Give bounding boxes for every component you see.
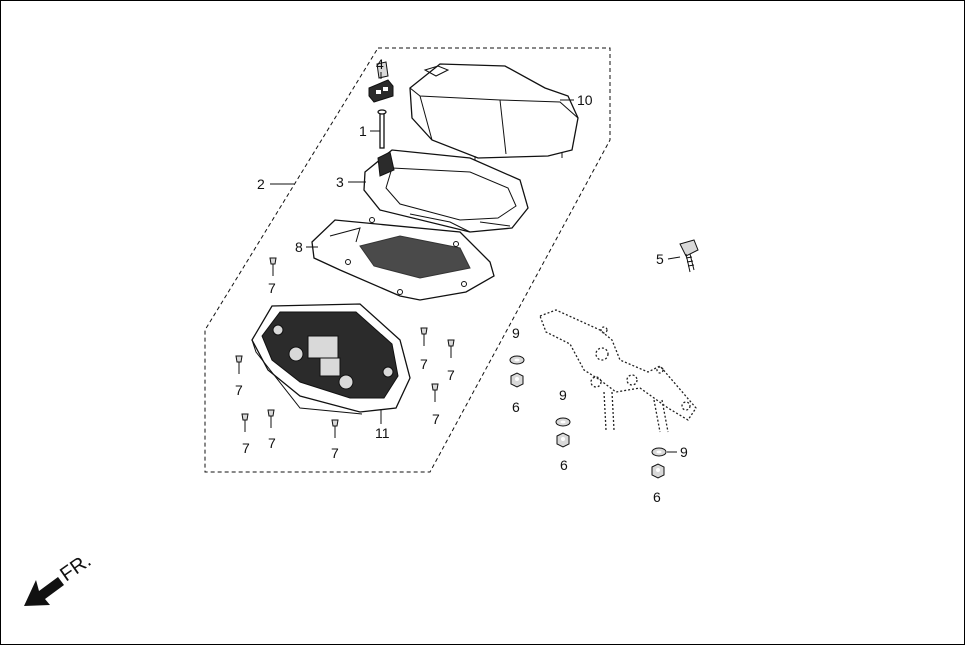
callout-5: 5 xyxy=(656,251,664,267)
meter-cover-part xyxy=(409,63,579,162)
front-direction-arrow: FR. xyxy=(24,550,95,606)
nut-6c xyxy=(651,463,665,479)
callout-7c: 7 xyxy=(242,440,250,456)
callout-6a: 6 xyxy=(512,399,520,415)
screw-part xyxy=(377,109,387,149)
callout-7e: 7 xyxy=(331,445,339,461)
screw-7d xyxy=(267,409,275,428)
callout-2: 2 xyxy=(257,176,265,192)
direction-label: FR. xyxy=(56,550,95,587)
callout-9a: 9 xyxy=(512,325,520,341)
bolt-part xyxy=(679,239,699,273)
callout-7b: 7 xyxy=(235,382,243,398)
lower-case-part xyxy=(251,303,411,415)
nut-6a xyxy=(510,372,524,388)
washer-9b xyxy=(555,417,571,427)
screw-7-group xyxy=(235,257,455,438)
callout-3: 3 xyxy=(336,174,344,190)
callout-9c: 9 xyxy=(680,444,688,460)
callout-labels: 1 2 3 4 5 8 10 11 7 7 7 7 7 7 7 7 9 6 9 … xyxy=(235,56,688,505)
nut-6b xyxy=(556,432,570,448)
callout-10: 10 xyxy=(577,92,593,108)
callout-11: 11 xyxy=(375,425,390,441)
screw-7g xyxy=(447,339,455,358)
leader-lines xyxy=(270,72,681,453)
callout-1: 1 xyxy=(359,123,367,139)
screw-7a xyxy=(269,257,277,276)
callout-6b: 6 xyxy=(560,457,568,473)
callout-9b: 9 xyxy=(559,387,567,403)
callout-4: 4 xyxy=(376,56,384,72)
circuit-board-part xyxy=(311,217,495,301)
screw-7h xyxy=(431,383,439,402)
screw-7c xyxy=(241,413,249,432)
washer-9c xyxy=(651,447,667,457)
callout-6c: 6 xyxy=(653,489,661,505)
meter-stay-bracket xyxy=(539,309,697,433)
arrow-icon xyxy=(24,577,64,606)
washer-9a xyxy=(509,355,525,365)
screw-7e xyxy=(331,419,339,438)
callout-8: 8 xyxy=(295,239,303,255)
rubber-part xyxy=(368,61,394,103)
screw-7b xyxy=(235,355,243,374)
callout-7f: 7 xyxy=(420,356,428,372)
meter-case-part xyxy=(363,149,529,233)
callout-7g: 7 xyxy=(447,367,455,383)
callout-7h: 7 xyxy=(432,411,440,427)
assembly-boundary xyxy=(204,47,611,473)
callout-7d: 7 xyxy=(268,435,276,451)
callout-7a: 7 xyxy=(268,280,276,296)
screw-7f xyxy=(420,327,428,346)
